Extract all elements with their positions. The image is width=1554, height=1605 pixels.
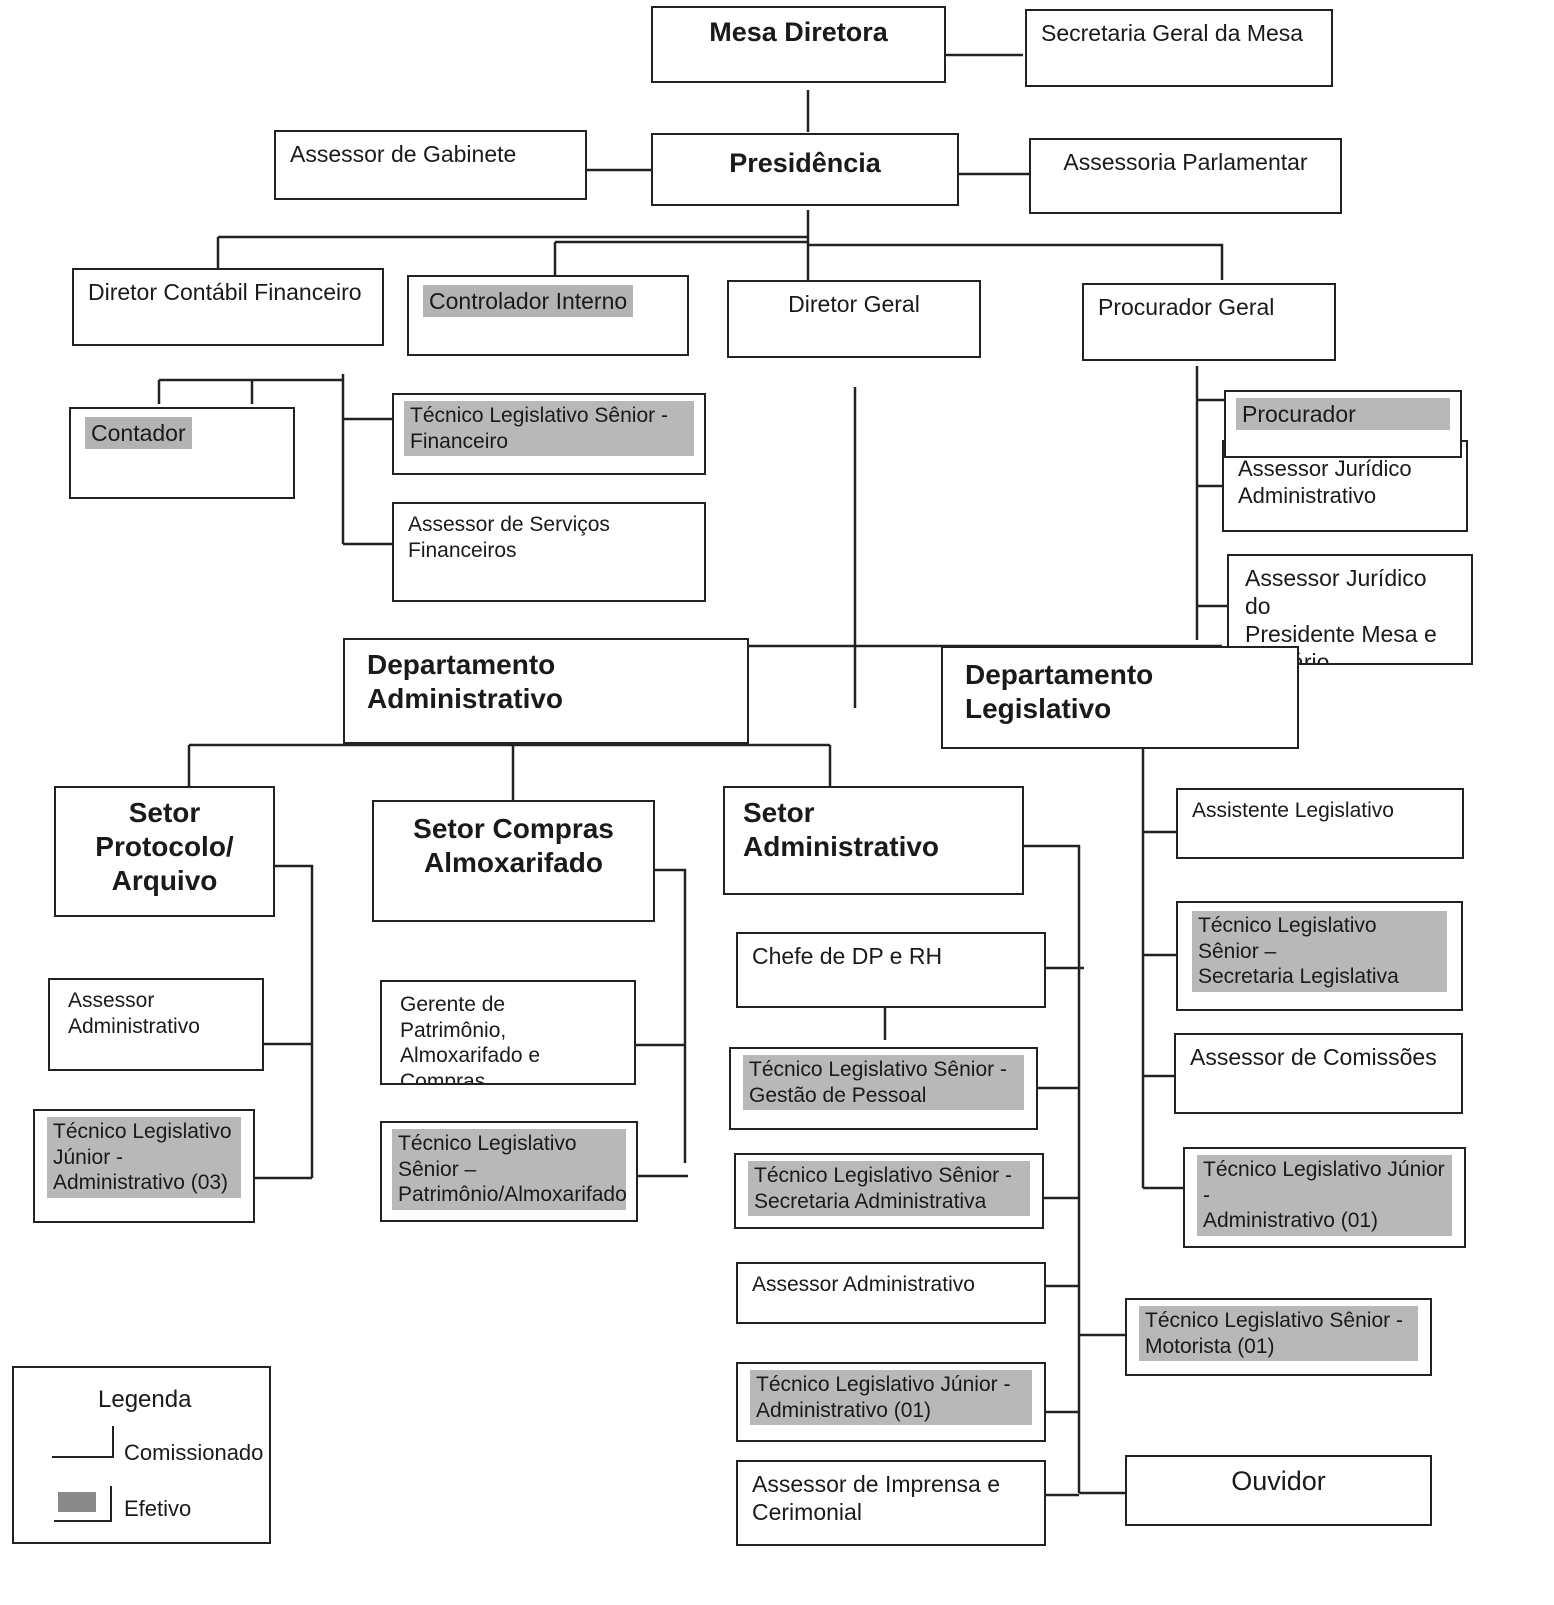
- legend-swatch-comissionado: [52, 1426, 114, 1458]
- line-contabil-group: [157, 374, 392, 546]
- line-protocolo-group: [252, 864, 314, 1180]
- box-tec-financeiro: Técnico Legislativo Sênior - Financeiro: [392, 393, 706, 475]
- legend-swatch-efetivo: [54, 1486, 112, 1522]
- box-setor-administrativo: Setor Administrativo: [723, 786, 1024, 895]
- box-setor-compras: Setor Compras Almoxarifado: [372, 800, 655, 922]
- legend: Legenda Comissionado Efetivo: [12, 1366, 271, 1544]
- box-assessor-comissoes: Assessor de Comissões: [1174, 1033, 1463, 1114]
- box-assessoria-parlamentar: Assessoria Parlamentar: [1029, 138, 1342, 214]
- box-procurador: Procurador: [1224, 390, 1462, 458]
- line-depto-leg-group: [1141, 706, 1183, 1190]
- box-tec-motorista: Técnico Legislativo Sênior - Motorista (…: [1125, 1298, 1432, 1376]
- box-diretor-contabil: Diretor Contábil Financeiro: [72, 268, 384, 346]
- box-departamento-administrativo: Departamento Administrativo: [343, 638, 749, 744]
- line-depto-adm-setores: [187, 700, 832, 800]
- box-tec-gestao-pessoal: Técnico Legislativo Sênior - Gestão de P…: [729, 1047, 1038, 1130]
- line-top-bus: [216, 235, 1224, 280]
- box-presidencia: Presidência: [651, 133, 959, 206]
- box-assessor-gabinete: Assessor de Gabinete: [274, 130, 587, 200]
- box-assessor-servicos-financeiros: Assessor de Serviços Financeiros: [392, 502, 706, 602]
- box-ouvidor: Ouvidor: [1125, 1455, 1432, 1526]
- line-procurador-group: [1195, 366, 1227, 640]
- box-chefe-dp-rh: Chefe de DP e RH: [736, 932, 1046, 1008]
- legend-label-efetivo: Efetivo: [124, 1496, 192, 1521]
- box-contador: Contador: [69, 407, 295, 499]
- legend-title: Legenda: [98, 1386, 192, 1413]
- box-secretaria-geral: Secretaria Geral da Mesa: [1025, 9, 1333, 87]
- line-compras-group: [636, 868, 688, 1178]
- box-tec-junior-leg: Técnico Legislativo Júnior - Administrat…: [1183, 1147, 1466, 1248]
- box-tec-secretaria-leg: Técnico Legislativo Sênior – Secretaria …: [1176, 901, 1463, 1011]
- box-mesa-diretora: Mesa Diretora: [651, 6, 946, 83]
- box-tec-junior-protocolo: Técnico Legislativo Júnior - Administrat…: [33, 1109, 255, 1223]
- box-assessor-imprensa: Assessor de Imprensa e Cerimonial: [736, 1460, 1046, 1546]
- box-assessor-administrativo: Assessor Administrativo: [736, 1262, 1046, 1324]
- box-controlador-interno: Controlador Interno: [407, 275, 689, 356]
- box-procurador-geral: Procurador Geral: [1082, 283, 1336, 361]
- box-assistente-legislativo: Assistente Legislativo: [1176, 788, 1464, 859]
- legend-label-comissionado: Comissionado: [124, 1440, 264, 1465]
- box-tec-junior-adm: Técnico Legislativo Júnior - Administrat…: [736, 1362, 1046, 1442]
- box-diretor-geral: Diretor Geral: [727, 280, 981, 358]
- box-tec-secretaria-adm: Técnico Legislativo Sênior - Secretaria …: [734, 1153, 1044, 1229]
- box-tec-patrimonio: Técnico Legislativo Sênior – Patrimônio/…: [380, 1121, 638, 1222]
- box-assessor-administrativo-protocolo: Assessor Administrativo: [48, 978, 264, 1071]
- box-departamento-legislativo: Departamento Legislativo: [941, 646, 1299, 749]
- line-setor-adm-group: [883, 844, 1125, 1497]
- box-gerente-patrimonio: Gerente de Patrimônio, Almoxarifado e Co…: [380, 980, 636, 1085]
- box-setor-protocolo: Setor Protocolo/ Arquivo: [54, 786, 275, 917]
